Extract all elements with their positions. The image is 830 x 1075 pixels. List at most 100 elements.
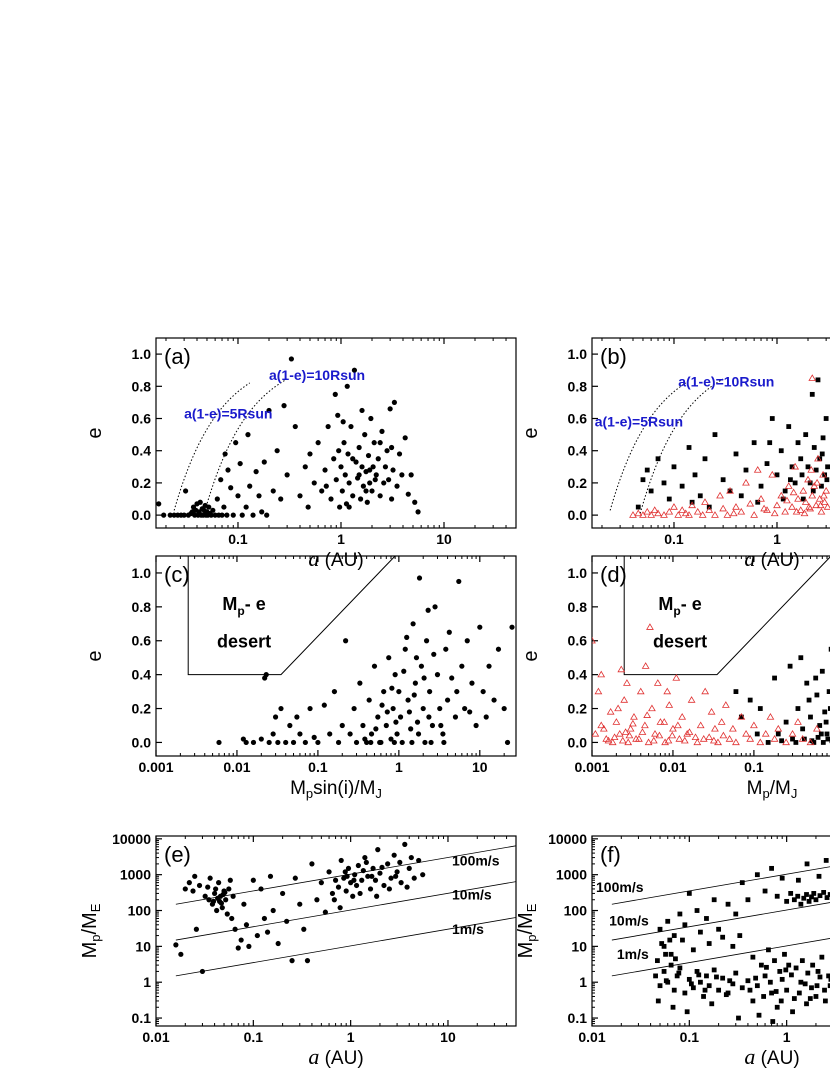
data-point bbox=[688, 981, 694, 987]
data-point bbox=[440, 731, 446, 737]
data-point bbox=[219, 905, 225, 911]
data-point bbox=[379, 864, 385, 870]
series-filled-circle bbox=[173, 841, 426, 975]
data-point bbox=[384, 709, 390, 715]
data-point bbox=[795, 440, 801, 446]
plot-area bbox=[611, 858, 830, 1024]
rv-line-label: 100m/s bbox=[596, 879, 644, 895]
data-point bbox=[615, 729, 624, 737]
y-tick-label: 10 bbox=[571, 938, 587, 954]
data-point bbox=[788, 503, 796, 510]
data-point bbox=[456, 578, 462, 585]
data-point bbox=[237, 460, 243, 467]
data-point bbox=[682, 922, 688, 928]
panel-label: (c) bbox=[164, 562, 190, 587]
data-point bbox=[229, 915, 235, 922]
data-point bbox=[206, 504, 212, 510]
data-point bbox=[339, 488, 345, 494]
data-point bbox=[357, 496, 364, 502]
data-point bbox=[370, 865, 376, 871]
data-point bbox=[405, 491, 411, 497]
data-point bbox=[391, 399, 398, 406]
data-point bbox=[814, 983, 820, 989]
data-point bbox=[788, 477, 793, 483]
data-point bbox=[363, 488, 369, 494]
data-point bbox=[196, 882, 203, 889]
data-point bbox=[202, 893, 208, 899]
data-point bbox=[266, 739, 272, 746]
data-point bbox=[335, 739, 342, 746]
data-point bbox=[377, 870, 383, 876]
data-point bbox=[791, 996, 797, 1001]
data-point bbox=[738, 714, 744, 720]
data-point bbox=[758, 962, 764, 968]
data-point bbox=[790, 1009, 795, 1015]
rv-line bbox=[611, 866, 830, 905]
data-point bbox=[337, 905, 343, 911]
data-point bbox=[769, 865, 774, 871]
data-point bbox=[385, 861, 391, 867]
data-point bbox=[592, 636, 596, 644]
data-point bbox=[216, 739, 222, 746]
data-point bbox=[810, 482, 819, 489]
data-point bbox=[614, 704, 622, 712]
panel-label: (f) bbox=[600, 842, 621, 867]
data-point bbox=[723, 992, 729, 998]
data-point bbox=[804, 861, 810, 867]
rv-line-label: 100m/s bbox=[452, 853, 500, 869]
data-point bbox=[199, 968, 206, 975]
data-point bbox=[791, 897, 797, 903]
data-point bbox=[406, 865, 412, 871]
data-point bbox=[348, 423, 354, 430]
data-point bbox=[210, 898, 217, 904]
panel-d: 0.0010.010.11100.00.20.40.60.81.0Mp/MJe(… bbox=[520, 555, 830, 801]
data-point bbox=[405, 697, 411, 703]
data-point bbox=[764, 964, 769, 970]
data-point bbox=[216, 880, 222, 886]
data-point bbox=[389, 444, 395, 451]
data-point bbox=[786, 424, 792, 429]
data-point bbox=[825, 736, 830, 742]
data-point bbox=[280, 890, 286, 897]
data-point bbox=[739, 880, 745, 886]
data-point bbox=[215, 895, 221, 901]
data-point bbox=[281, 403, 287, 409]
data-point bbox=[408, 726, 414, 732]
data-point bbox=[676, 970, 682, 976]
data-point bbox=[420, 705, 426, 712]
data-point bbox=[353, 739, 360, 746]
data-point bbox=[655, 958, 660, 964]
data-point bbox=[604, 736, 613, 744]
data-point bbox=[272, 714, 279, 720]
curve-annotation: a(1-e)=10Rsun bbox=[269, 367, 365, 383]
data-point bbox=[402, 435, 408, 441]
data-point bbox=[412, 680, 418, 686]
data-point bbox=[625, 731, 634, 739]
data-point bbox=[716, 491, 724, 499]
data-point bbox=[769, 416, 775, 421]
desert-label-line1: Mp- e bbox=[222, 594, 265, 618]
data-point bbox=[649, 736, 658, 744]
data-point bbox=[804, 475, 812, 483]
data-point bbox=[779, 875, 785, 881]
periastron-curve bbox=[639, 378, 724, 514]
data-point bbox=[366, 697, 372, 703]
data-point bbox=[275, 739, 281, 746]
data-point bbox=[795, 877, 801, 883]
data-point bbox=[246, 943, 252, 949]
y-tick-label: 0.8 bbox=[568, 599, 588, 615]
data-point bbox=[815, 377, 821, 383]
data-point bbox=[371, 440, 377, 446]
data-point bbox=[799, 486, 808, 494]
data-point bbox=[404, 884, 410, 890]
data-point bbox=[663, 978, 669, 984]
data-point bbox=[828, 976, 830, 982]
data-point bbox=[817, 893, 823, 899]
plot-area bbox=[187, 556, 515, 746]
data-point bbox=[754, 872, 760, 878]
data-point bbox=[342, 869, 348, 875]
data-point bbox=[682, 990, 688, 996]
desert-label-line2: desert bbox=[653, 632, 707, 652]
data-point bbox=[239, 512, 245, 518]
data-point bbox=[826, 689, 830, 694]
